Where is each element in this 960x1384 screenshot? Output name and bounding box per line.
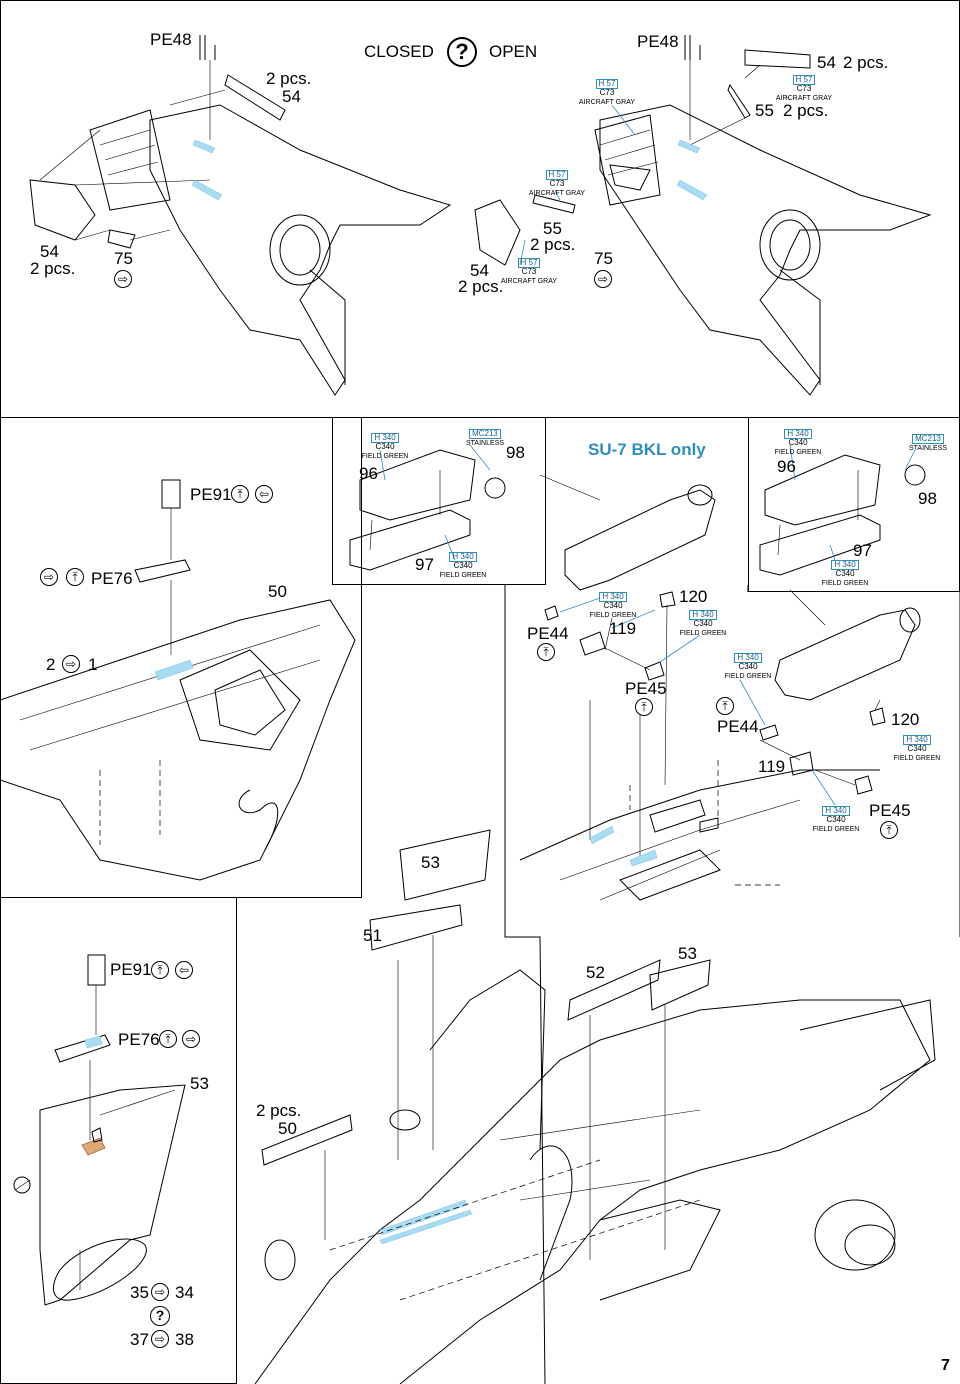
part-54-label-left-b: 54 bbox=[40, 242, 59, 261]
swap-arrow-icon: ⇦ bbox=[175, 961, 193, 979]
part-97-label-right: 97 bbox=[853, 541, 872, 560]
part-119-label-center: 119 bbox=[609, 619, 637, 638]
part-75-label-left: 75 bbox=[114, 249, 133, 268]
part-53-label-b: 53 bbox=[678, 944, 697, 963]
part-34-label: 34 bbox=[175, 1283, 194, 1302]
qty-label-right-c: 2 pcs. bbox=[530, 235, 576, 254]
qty-label-left-b: 2 pcs. bbox=[30, 259, 76, 278]
swap-arrow-icon: ⇨ bbox=[151, 1330, 169, 1348]
part-55-label-right-b: 55 bbox=[543, 219, 562, 238]
swap-arrow-icon: ⇨ bbox=[151, 1283, 169, 1301]
pe44-label-center: PE44 bbox=[527, 624, 569, 643]
bend-up-icon: ⤒ bbox=[151, 961, 169, 979]
pe76-label-bottom: PE76 bbox=[118, 1030, 160, 1049]
pe44-label-right: PE44 bbox=[717, 717, 759, 736]
swap-arrow-icon: ⇨ bbox=[40, 568, 58, 586]
part-54-label-right-a: 54 bbox=[817, 53, 836, 72]
part-54-label-right-b: 54 bbox=[470, 261, 489, 280]
part-55-label-right-a: 55 bbox=[755, 101, 774, 120]
pe91-label: PE91 bbox=[190, 485, 232, 504]
bend-up-icon: ⤒ bbox=[635, 698, 653, 716]
bend-up-icon: ⤒ bbox=[716, 697, 734, 715]
part-120-label-center: 120 bbox=[679, 587, 708, 606]
bend-up-icon: ⤒ bbox=[159, 1030, 177, 1048]
qty-label-50: 2 pcs. bbox=[256, 1101, 302, 1120]
part-98-label-left: 98 bbox=[506, 443, 525, 462]
bend-up-icon: ⤒ bbox=[880, 821, 898, 839]
qty-label-left-a: 2 pcs. bbox=[266, 69, 312, 88]
pe45-label-center: PE45 bbox=[625, 679, 667, 698]
part-119-label-right: 119 bbox=[758, 757, 786, 776]
part-53-label-a: 53 bbox=[421, 853, 440, 872]
part-120-label-right: 120 bbox=[891, 710, 920, 729]
swap-arrow-icon: ⇨ bbox=[594, 270, 612, 288]
part-98-label-right: 98 bbox=[918, 489, 937, 508]
bend-up-icon: ⤒ bbox=[537, 643, 555, 661]
closed-label: CLOSED bbox=[364, 42, 434, 61]
part-54-label-left-a: 54 bbox=[282, 87, 301, 106]
pe91-label-bottom: PE91 bbox=[110, 960, 152, 979]
pe48-label-left: PE48 bbox=[150, 30, 192, 49]
part-37-label: 37 bbox=[130, 1330, 149, 1349]
pe45-label-right: PE45 bbox=[869, 801, 911, 820]
pe48-label-right: PE48 bbox=[637, 32, 679, 51]
part-50-label: 50 bbox=[268, 582, 287, 601]
part-51-label: 51 bbox=[363, 926, 382, 945]
part-50-label-bottom: 50 bbox=[278, 1119, 297, 1138]
open-label: OPEN bbox=[489, 42, 538, 61]
bend-up-icon: ⤒ bbox=[66, 568, 84, 586]
num-2-label: 2 bbox=[46, 655, 56, 674]
num-1-label: 1 bbox=[88, 655, 98, 674]
inset-left-panel bbox=[332, 417, 546, 585]
part-52-label: 52 bbox=[586, 963, 605, 982]
bend-up-icon: ⤒ bbox=[231, 485, 249, 503]
part-97-label-left: 97 bbox=[415, 555, 434, 574]
swap-arrow-icon: ⇦ bbox=[255, 485, 273, 503]
qty-label-right-d: 2 pcs. bbox=[458, 277, 504, 296]
question-icon: ? bbox=[447, 37, 477, 67]
question-icon: ? bbox=[150, 1306, 170, 1326]
variant-title: SU-7 BKL only bbox=[588, 440, 706, 459]
swap-arrow-icon: ⇨ bbox=[62, 655, 80, 673]
part-75-label-right: 75 bbox=[594, 249, 613, 268]
pe76-label: PE76 bbox=[91, 569, 133, 588]
qty-label-right-b: 2 pcs. bbox=[783, 101, 829, 120]
page-number: 7 bbox=[941, 1357, 950, 1374]
part-35-label: 35 bbox=[130, 1283, 149, 1302]
part-96-label-right: 96 bbox=[777, 457, 796, 476]
part-96-label-left: 96 bbox=[359, 464, 378, 483]
qty-label-right-a: 2 pcs. bbox=[843, 53, 889, 72]
swap-arrow-icon: ⇨ bbox=[114, 270, 132, 288]
part-38-label: 38 bbox=[175, 1330, 194, 1349]
swap-arrow-icon: ⇨ bbox=[182, 1030, 200, 1048]
part-53-label-bottom-left: 53 bbox=[190, 1074, 209, 1093]
